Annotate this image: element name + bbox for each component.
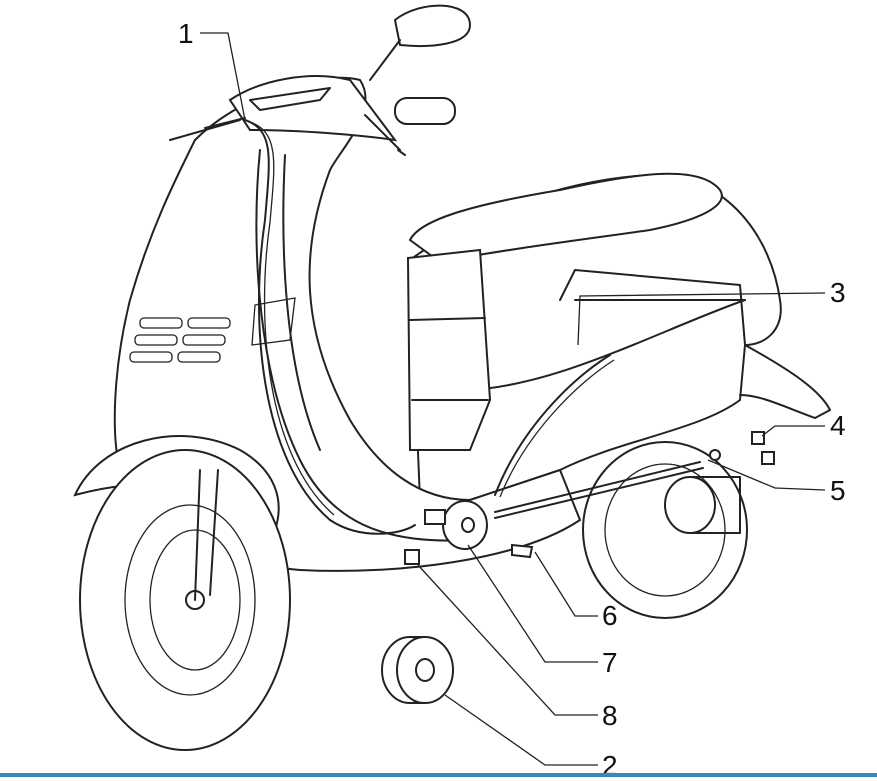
- cable-5: [494, 461, 704, 519]
- cable-3: [494, 354, 611, 496]
- front-vents: [129, 317, 231, 363]
- clip-8: [404, 549, 420, 565]
- leader-lines: [200, 32, 826, 766]
- callout-8: 8: [602, 700, 618, 731]
- seat: [408, 172, 723, 264]
- handlebar-cover: [228, 75, 398, 142]
- callout-7: 7: [602, 647, 618, 678]
- callout-5: 5: [830, 475, 846, 506]
- front-wheel: [79, 449, 291, 751]
- grommet-2: [381, 636, 454, 704]
- rear-wheel: [582, 441, 748, 619]
- centre-panel: [406, 248, 492, 451]
- bolt-4: [751, 431, 765, 445]
- exhaust: [664, 476, 716, 534]
- mirror: [393, 4, 472, 47]
- callout-1: 1: [178, 18, 194, 49]
- callout-2: 2: [602, 750, 618, 781]
- screw-6: [511, 543, 534, 559]
- right-grip: [394, 97, 456, 125]
- callout-6: 6: [602, 600, 618, 631]
- callout-4: 4: [830, 410, 846, 441]
- bottom-rule: [0, 773, 877, 777]
- cable-1: [244, 119, 416, 535]
- callout-3: 3: [830, 277, 846, 308]
